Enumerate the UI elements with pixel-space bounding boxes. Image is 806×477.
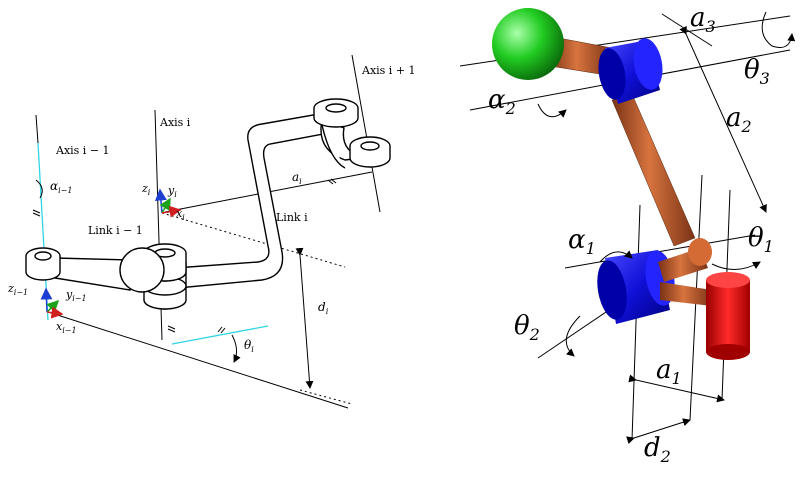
label-theta2: θ2 [514, 311, 540, 344]
lower-horizontal-rod [660, 282, 712, 306]
theta-i-arc [231, 334, 241, 363]
axis-vertical-2 [631, 204, 641, 441]
frame-prev [40, 287, 64, 319]
axis-prev-upper [35, 114, 39, 144]
label-a1: a1 [656, 355, 682, 388]
tick-marks [32, 178, 337, 334]
label-z-i: zi [141, 182, 151, 197]
joint-i-stack [119, 243, 187, 310]
alpha-prev-arc [35, 179, 43, 199]
d-i-arrow [295, 247, 314, 389]
frame-i [154, 188, 182, 218]
label-theta3: θ3 [744, 55, 770, 88]
label-y-prev: yi−1 [65, 288, 87, 303]
label-a3: a3 [690, 3, 716, 36]
clevis-next [313, 98, 391, 169]
label-x-i: xi [176, 207, 185, 222]
label-a-i: ai [292, 170, 302, 186]
label-link-prev: Link i − 1 [88, 224, 143, 237]
theta-cyan-line [171, 325, 269, 345]
link-cur-body [174, 111, 335, 289]
label-y-i: yi [167, 184, 177, 199]
alpha1-rotation [599, 250, 633, 263]
label-link-cur: Link i [276, 211, 308, 224]
axis-next-line [351, 54, 381, 213]
label-alpha1: α1 [568, 225, 596, 258]
label-axis-cur: Axis i [159, 116, 191, 129]
joint-3-cylinder [598, 38, 663, 104]
d2-dim-line [626, 418, 691, 444]
label-theta1: θ1 [748, 223, 774, 256]
theta2-rotation [565, 315, 581, 357]
a3-dim-line [661, 13, 713, 47]
label-x-prev: xi−1 [56, 320, 77, 335]
right-robot-diagram: a3 θ3 a2 α2 α1 θ1 θ2 a1 d2 [459, 3, 796, 466]
upper-rod [611, 93, 696, 247]
a1-dim-line [628, 374, 725, 403]
a2-dim-line [679, 25, 767, 213]
link-prev-body [25, 247, 131, 291]
label-d-i: di [318, 300, 329, 316]
end-effector-sphere [492, 8, 564, 80]
label-theta-i: θi [244, 338, 254, 354]
label-axis-prev: Axis i − 1 [55, 144, 110, 157]
left-dh-diagram: Axis i − 1 Axis i Axis i + 1 Link i − 1 … [7, 54, 416, 409]
theta1-rotation [711, 261, 761, 270]
common-normal-dotted-2 [299, 389, 353, 405]
alpha2-rotation [537, 103, 567, 118]
x-prev-line [47, 311, 349, 409]
common-normal-dotted-1 [161, 212, 346, 268]
label-a2: a2 [726, 103, 752, 136]
label-alpha2: α2 [488, 85, 516, 118]
base-cylinder [706, 272, 750, 360]
label-d2: d2 [644, 433, 671, 466]
label-axis-next: Axis i + 1 [361, 64, 416, 77]
label-z-prev: zi−1 [7, 282, 28, 297]
label-alpha-prev: αi−1 [50, 179, 72, 195]
theta3-rotation [761, 11, 796, 48]
elbow-joint [688, 238, 712, 266]
